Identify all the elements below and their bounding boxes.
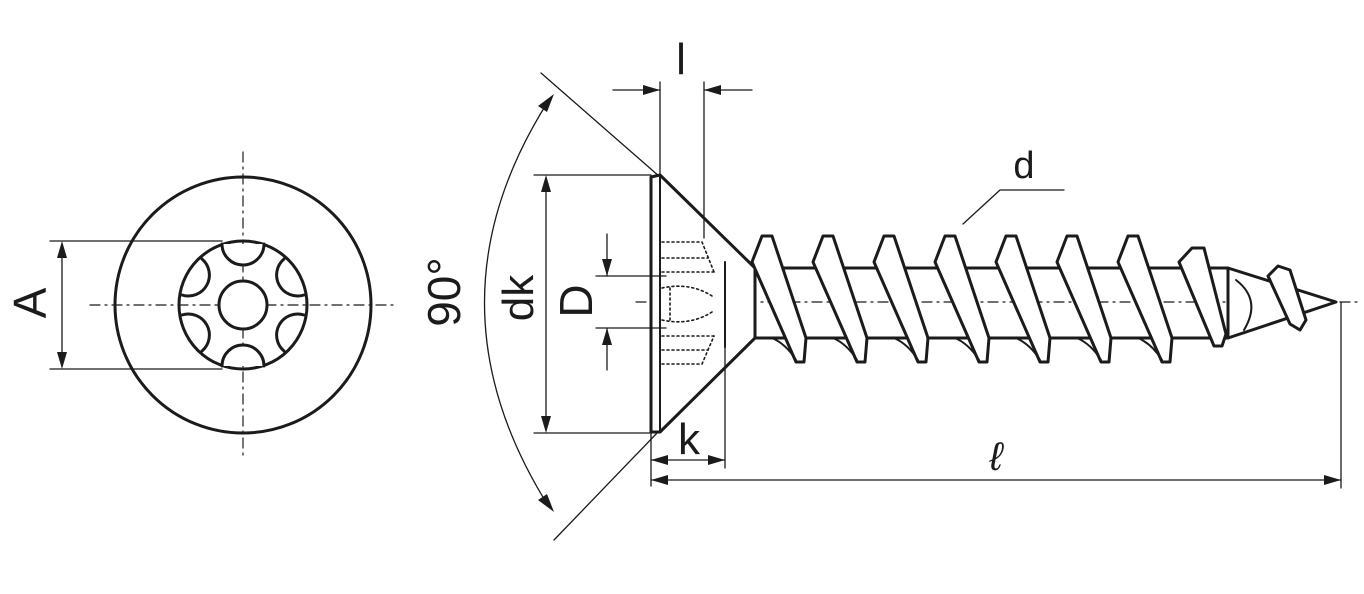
dim-label-D: D	[550, 284, 602, 317]
angle-label: 90°	[418, 257, 470, 327]
dim-label-l: l	[676, 35, 686, 84]
head-end-view: A	[4, 151, 399, 459]
dim-label-A: A	[4, 287, 56, 318]
dim-label-d: d	[1013, 145, 1034, 187]
thread	[750, 234, 1228, 364]
dim-label-length: ℓ	[989, 435, 1005, 479]
drive-recess-icon	[177, 239, 309, 371]
countersunk-head	[649, 173, 757, 434]
screw-tip	[1226, 264, 1338, 340]
screw-side-view: 90°	[418, 35, 1361, 541]
dim-label-k: k	[678, 415, 701, 464]
dim-label-dk: dk	[494, 274, 543, 321]
